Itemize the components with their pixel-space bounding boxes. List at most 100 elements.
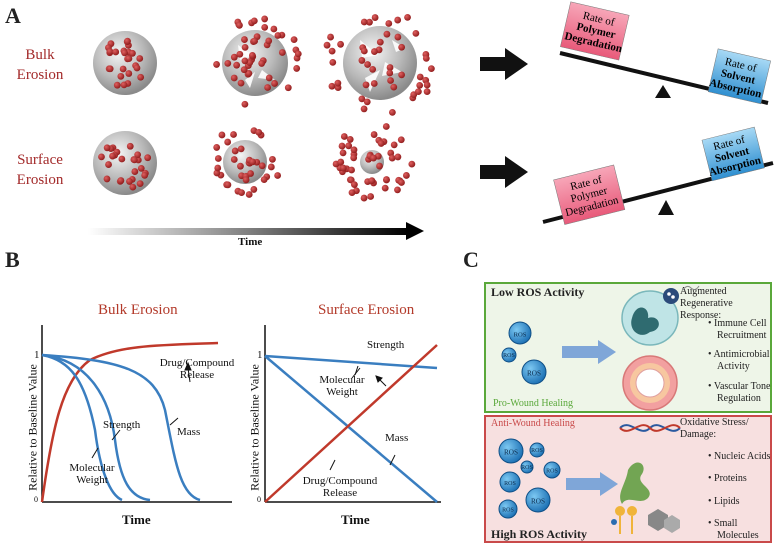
particle-dot (358, 95, 366, 103)
low-ros-heading: Augmented Regenerative Response: (680, 286, 776, 322)
particle-dot (423, 81, 431, 89)
high-ros-bullet-3: • Lipids (708, 496, 740, 507)
particle-dot (402, 172, 410, 179)
ros-bubble-icon (508, 321, 532, 345)
particle-dot (386, 69, 394, 77)
low-ros-bullet-3: • Vascular Tone Regulation (708, 381, 774, 405)
particle-dot (255, 128, 263, 136)
particle-dot (245, 191, 253, 198)
particle-dot (345, 142, 353, 150)
particle-dot (121, 49, 128, 57)
particle-dot (118, 155, 126, 163)
particle-dot (250, 186, 258, 193)
particle-dot (360, 47, 368, 55)
particle-dot (242, 176, 250, 184)
label-line: Antimicrobial (713, 349, 770, 360)
particle-dot (368, 177, 376, 185)
label-line: Drug/Compound (302, 475, 378, 487)
ros-bubble-label: ROS (502, 508, 514, 514)
particle-dot (109, 152, 116, 160)
particle-dot (390, 141, 398, 149)
particle-dot (388, 154, 396, 162)
lipid-icon (611, 506, 637, 534)
bulk-mass-curve (41, 353, 201, 502)
particle-dot (105, 161, 112, 168)
particle-dot (360, 194, 368, 202)
seesaw-top-right-box (707, 48, 771, 105)
particle-dot (377, 140, 385, 147)
particle-dot (278, 49, 286, 56)
arrow-right-icon (562, 340, 616, 364)
particle-dot (376, 38, 384, 46)
particle-dot (237, 162, 244, 170)
particle-dot (264, 84, 272, 91)
bulk-mw-label: Molecular Weight (62, 462, 122, 486)
high-ros-bullet-4: • Small Molecules (708, 518, 774, 542)
particle-dot (416, 81, 424, 89)
particle-dot (290, 36, 298, 44)
surface-drug-label: Drug/Compound Release (295, 475, 385, 499)
label-line: Regulation (717, 393, 761, 404)
particle-dot (126, 142, 134, 150)
surface-mass-label: Mass (385, 432, 409, 444)
particle-dot (240, 66, 248, 74)
particle-dot (328, 47, 336, 55)
particle-dot (387, 77, 394, 84)
particle-dot (350, 181, 358, 189)
particle-dot (348, 166, 355, 174)
particle-dot (125, 70, 133, 77)
particle-dot (371, 48, 378, 55)
surface-erosion-label: Surface Erosion (10, 150, 70, 190)
particle-dot (129, 49, 136, 57)
particle-dot (394, 153, 402, 161)
particle-dot (362, 81, 370, 89)
particle-dot (218, 131, 226, 139)
label-line: Nucleic Acids (714, 451, 771, 462)
seesaw-top-fulcrum (655, 85, 671, 98)
particle-dot (327, 33, 334, 41)
particle-dot (214, 164, 222, 172)
particle-dot (106, 65, 114, 73)
particle-dot (416, 73, 424, 81)
particle-dot (144, 154, 152, 162)
particle-dot (267, 163, 275, 171)
particle-dot (404, 13, 411, 21)
bulk-erosion-label-line2: Erosion (16, 67, 64, 83)
label-line: Vascular Tone (713, 381, 771, 392)
ros-bubble-icon (521, 359, 547, 385)
particle-dot (382, 123, 390, 130)
particle-dot (364, 61, 371, 68)
seesaw-bottom-left-box (553, 164, 626, 225)
protein-icon (620, 462, 650, 504)
particle-dot (350, 154, 358, 162)
label-line: Release (179, 369, 215, 381)
arrow-right-icon (566, 472, 618, 496)
particle-dot (133, 64, 141, 72)
microbe-icon (663, 288, 679, 304)
particle-dot (245, 69, 253, 77)
particle-dot (213, 61, 220, 68)
bulk-tick-0: 0 (34, 495, 38, 504)
particle-dot (126, 178, 133, 185)
label-line: Recruitment (717, 330, 767, 341)
time-arrow-head-icon (406, 222, 424, 240)
ros-bubble-label: ROS (521, 465, 533, 471)
particle-dot (337, 40, 344, 48)
particle-dot (398, 179, 405, 186)
particle-dot (323, 41, 331, 49)
bulk-tick-1: 1 (34, 349, 40, 361)
ros-bubble-icon (499, 471, 521, 493)
particle-dot (371, 14, 379, 21)
ros-bubble-icon (498, 499, 518, 519)
particle-dot (408, 160, 416, 168)
particle-dot (117, 177, 125, 184)
particle-dot (250, 17, 258, 25)
particle-dot (394, 16, 402, 24)
particle-dot (284, 84, 292, 92)
low-ros-title: Low ROS Activity (491, 285, 585, 299)
panel-letter-b: B (5, 247, 20, 272)
high-ros-bullet-1: • Nucleic Acids (708, 451, 771, 462)
low-ros-bullet-2: • Antimicrobial Activity (708, 349, 774, 373)
particle-dot (390, 83, 398, 91)
